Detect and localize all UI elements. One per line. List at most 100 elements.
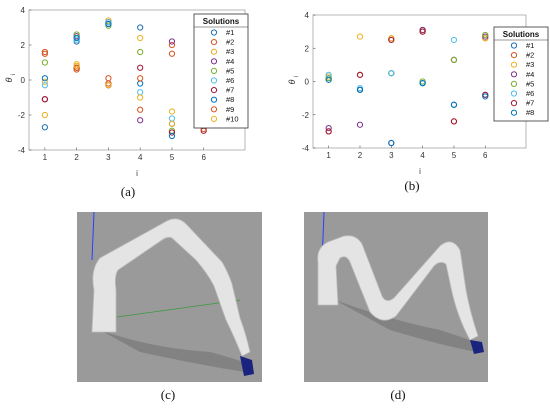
chart-1-legend-marker: [510, 42, 518, 49]
chart-0-legend-label: #10: [226, 114, 239, 123]
chart-0-legend-marker: [210, 48, 218, 55]
chart-1-point-#3: [356, 33, 364, 40]
chart-0-point-#10: [41, 111, 48, 119]
chart-b-ylabel-group: θ i: [287, 76, 300, 85]
chart-1-legend-marker: [510, 80, 518, 88]
chart-0-point-#9: [168, 50, 176, 57]
chart-0-legend-label: #3: [226, 47, 234, 56]
chart-1-xtick-label: 4: [420, 151, 425, 160]
chart-0-point-#9: [73, 64, 80, 71]
chart-b-xlabel: i: [419, 167, 421, 176]
chart-1-ytick-label: 4: [305, 11, 310, 20]
chart-1-legend-marker: [510, 71, 518, 78]
render-c-shadow: [100, 330, 250, 372]
chart-0-point-#3: [41, 78, 48, 85]
chart-1-legend-label: #8: [526, 108, 534, 117]
chart-b-ylabel: θ: [287, 79, 297, 84]
chart-1-legend-marker: [510, 90, 518, 97]
chart-0-point-#10: [73, 62, 80, 70]
chart-0-point-#4: [137, 117, 144, 124]
chart-0-legend-label: #2: [226, 38, 234, 47]
chart-1-point-#8: [482, 93, 489, 100]
chart-0-legend-label: #8: [226, 95, 234, 104]
chart-1-legend-label: #1: [526, 41, 534, 50]
chart-0-point-#6: [41, 82, 48, 89]
chart-1-legend-marker: [510, 52, 518, 59]
chart-0-legend-label: #9: [226, 105, 234, 114]
chart-b-frame: [312, 14, 527, 149]
chart-0-legend-label: #5: [226, 66, 234, 75]
chart-b-legend-box: [493, 26, 549, 122]
chart-0-legend-label: #6: [226, 76, 234, 85]
chart-0-point-#6: [105, 19, 112, 26]
chart-a-legend-items: #1#2#3#4#5#6#7#8#9#10: [210, 28, 239, 123]
chart-0-legend-marker: [210, 115, 218, 123]
chart-b-legend-items: #1#2#3#4#5#6#7#8: [510, 41, 534, 117]
panel-label-b: (b): [404, 178, 419, 193]
chart-0-point-#3: [137, 34, 144, 42]
panel-label-a: (a): [121, 184, 135, 199]
chart-1-point-#7: [419, 28, 426, 35]
render-c-robot-arm: [91, 218, 251, 357]
chart-0-point-#5: [105, 22, 112, 29]
render-c-z-axis: [91, 211, 95, 261]
render-c-end-effector: [240, 356, 254, 376]
chart-0-legend-marker: [210, 77, 218, 84]
chart-0-point-#5: [137, 48, 144, 56]
chart-a-xlabel: i: [136, 169, 138, 178]
chart-0-point-#2: [137, 106, 144, 113]
chart-1-ytick-label: -2: [302, 111, 310, 120]
chart-0-point-#8: [73, 34, 80, 42]
chart-0-point-#9: [41, 50, 48, 57]
chart-1-point-#8: [388, 139, 395, 147]
chart-0-xtick-label: 1: [43, 153, 48, 162]
chart-0-xtick-label: 2: [74, 153, 79, 162]
chart-0-legend-label: #4: [226, 57, 234, 66]
chart-0-point-#3: [168, 108, 176, 115]
chart-1-point-#8: [356, 86, 364, 93]
chart-0-point-#9: [105, 80, 112, 87]
chart-1-xtick-label: 6: [483, 151, 488, 160]
chart-0-point-#10: [168, 120, 176, 127]
chart-1-point-#6: [450, 36, 458, 44]
robot-render-c: (c): [77, 211, 262, 402]
chart-0-point-#4: [73, 33, 80, 40]
chart-0-point-#4: [168, 38, 176, 45]
chart-1-legend-marker: [510, 109, 518, 116]
chart-0-point-#1: [137, 24, 144, 31]
chart-0-point-#10: [105, 82, 112, 89]
render-d-robot-arm: [317, 235, 479, 341]
chart-1-point-#7: [450, 118, 458, 125]
robot-render-d: (d): [304, 211, 488, 402]
chart-0-point-#7: [168, 129, 176, 136]
chart-0-legend-marker: [210, 96, 218, 103]
chart-0-ytick-label: 4: [21, 6, 26, 15]
chart-0-xtick-label: 4: [138, 153, 143, 162]
render-c-x-axis: [109, 299, 241, 319]
chart-0-point-#8: [105, 20, 112, 28]
chart-1-point-#4: [356, 121, 364, 128]
chart-0-legend-marker: [210, 39, 218, 46]
chart-0-point-#9: [137, 75, 144, 82]
chart-0-ytick-label: -2: [18, 111, 26, 120]
chart-1-point-#8: [419, 80, 426, 87]
chart-a-ylabel: θ: [4, 77, 14, 82]
chart-1-point-#7: [325, 128, 332, 135]
chart-b-ylabel-sub: i: [294, 76, 300, 77]
chart-0-point-#10: [137, 94, 144, 101]
chart-0-point-#7: [137, 64, 144, 71]
chart-0-legend-marker: [210, 58, 218, 65]
chart-1-xtick-label: 5: [452, 151, 457, 160]
chart-1-legend-label: #7: [526, 99, 534, 108]
chart-1-point-#6: [388, 70, 395, 77]
chart-1-legend-marker: [510, 61, 518, 68]
chart-1-point-#7: [356, 71, 364, 78]
chart-0-xtick-label: 3: [106, 153, 111, 162]
chart-1-point-#8: [450, 101, 458, 108]
chart-0-legend-marker: [210, 106, 218, 113]
